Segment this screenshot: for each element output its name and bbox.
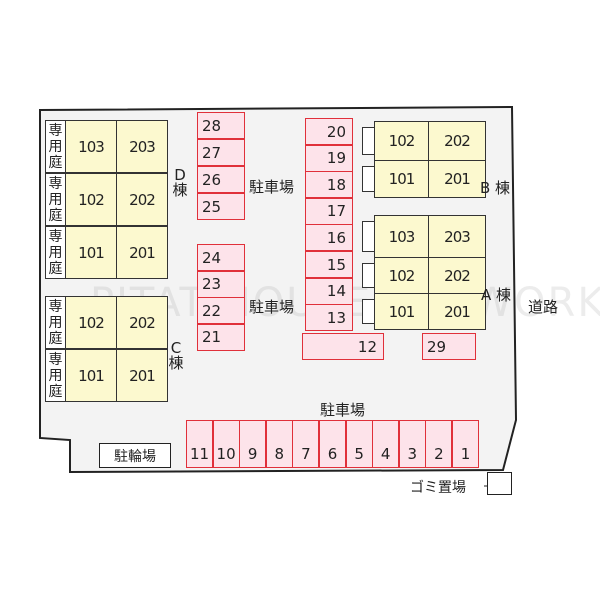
building-b-label: B 棟 bbox=[480, 179, 511, 197]
garden-char: 庭 bbox=[48, 383, 63, 400]
parking-slot-10[interactable]: 10 bbox=[212, 420, 240, 468]
private-garden: 専用庭 bbox=[45, 349, 66, 402]
parking-slot-4[interactable]: 4 bbox=[372, 420, 400, 468]
parking-slot-29[interactable]: 29 bbox=[422, 333, 476, 360]
unit-b-101[interactable]: 101 bbox=[374, 160, 429, 198]
parking-slot-6[interactable]: 6 bbox=[319, 420, 346, 468]
unit-c-102[interactable]: 102 bbox=[65, 296, 117, 349]
parking-slot-16[interactable]: 16 bbox=[305, 224, 353, 252]
parking-slot-22[interactable]: 22 bbox=[197, 297, 245, 324]
garden-char: 庭 bbox=[48, 260, 63, 277]
private-garden: 専用庭 bbox=[45, 120, 66, 173]
parking-slot-21[interactable]: 21 bbox=[197, 323, 245, 351]
parking-slot-14[interactable]: 14 bbox=[305, 277, 353, 305]
parking-slot-3[interactable]: 3 bbox=[398, 420, 426, 468]
unit-d-202[interactable]: 202 bbox=[116, 173, 168, 226]
unit-a-101[interactable]: 101 bbox=[374, 293, 429, 330]
parking-slot-1[interactable]: 1 bbox=[452, 420, 479, 468]
unit-b-102[interactable]: 102 bbox=[374, 121, 429, 161]
private-garden: 専用庭 bbox=[45, 296, 66, 349]
private-garden: 専用庭 bbox=[45, 226, 66, 279]
unit-a-201[interactable]: 201 bbox=[428, 293, 486, 330]
garden-char: 専 bbox=[48, 175, 63, 192]
road-label: 道路 bbox=[528, 298, 559, 316]
parking-slot-2[interactable]: 2 bbox=[425, 420, 453, 468]
private-garden: 専用庭 bbox=[45, 173, 66, 226]
unit-a-102[interactable]: 102 bbox=[374, 257, 429, 294]
parking-slot-24[interactable]: 24 bbox=[197, 244, 245, 271]
parking-label-bottom: 駐車場 bbox=[320, 401, 366, 419]
unit-d-201[interactable]: 201 bbox=[116, 226, 168, 279]
garden-char: 庭 bbox=[48, 154, 63, 171]
parking-slot-12[interactable]: 12 bbox=[302, 333, 384, 360]
garden-char: 専 bbox=[48, 298, 63, 315]
parking-label-middle: 駐車場 bbox=[249, 298, 295, 316]
bicycle-parking: 駐輪場 bbox=[99, 443, 171, 468]
unit-d-203[interactable]: 203 bbox=[116, 120, 168, 173]
garbage-label: ゴミ置場 bbox=[410, 480, 466, 496]
garden-char: 専 bbox=[48, 228, 63, 245]
parking-slot-18[interactable]: 18 bbox=[305, 171, 353, 199]
unit-b-201[interactable]: 201 bbox=[428, 160, 486, 198]
garden-char: 用 bbox=[48, 244, 63, 261]
parking-slot-26[interactable]: 26 bbox=[197, 166, 245, 193]
unit-a-103[interactable]: 103 bbox=[374, 215, 429, 258]
garden-char: 庭 bbox=[48, 207, 63, 224]
unit-c-202[interactable]: 202 bbox=[116, 296, 168, 349]
unit-c-101[interactable]: 101 bbox=[65, 349, 117, 402]
parking-label-upper: 駐車場 bbox=[249, 178, 295, 196]
unit-d-103[interactable]: 103 bbox=[65, 120, 117, 173]
parking-slot-17[interactable]: 17 bbox=[305, 197, 353, 225]
unit-d-101[interactable]: 101 bbox=[65, 226, 117, 279]
garden-char: 用 bbox=[48, 138, 63, 155]
garden-char: 用 bbox=[48, 367, 63, 384]
garbage-area bbox=[487, 472, 512, 495]
parking-slot-19[interactable]: 19 bbox=[305, 144, 353, 172]
parking-slot-20[interactable]: 20 bbox=[305, 118, 353, 145]
garden-char: 庭 bbox=[48, 330, 63, 347]
building-a-label: A 棟 bbox=[481, 286, 512, 304]
unit-d-102[interactable]: 102 bbox=[65, 173, 117, 226]
garden-char: 用 bbox=[48, 191, 63, 208]
unit-a-202[interactable]: 202 bbox=[428, 257, 486, 294]
parking-slot-11[interactable]: 11 bbox=[186, 420, 213, 468]
unit-a-203[interactable]: 203 bbox=[428, 215, 486, 258]
parking-slot-7[interactable]: 7 bbox=[292, 420, 320, 468]
parking-slot-13[interactable]: 13 bbox=[305, 304, 353, 332]
parking-slot-8[interactable]: 8 bbox=[265, 420, 293, 468]
parking-slot-25[interactable]: 25 bbox=[197, 193, 245, 220]
garden-char: 専 bbox=[48, 351, 63, 368]
garden-char: 用 bbox=[48, 314, 63, 331]
parking-slot-5[interactable]: 5 bbox=[345, 420, 373, 468]
parking-slot-15[interactable]: 15 bbox=[305, 251, 353, 278]
parking-slot-23[interactable]: 23 bbox=[197, 270, 245, 298]
parking-slot-28[interactable]: 28 bbox=[197, 112, 245, 139]
unit-c-201[interactable]: 201 bbox=[116, 349, 168, 402]
parking-slot-9[interactable]: 9 bbox=[239, 420, 267, 468]
garden-char: 専 bbox=[48, 122, 63, 139]
parking-slot-27[interactable]: 27 bbox=[197, 139, 245, 166]
unit-b-202[interactable]: 202 bbox=[428, 121, 486, 161]
